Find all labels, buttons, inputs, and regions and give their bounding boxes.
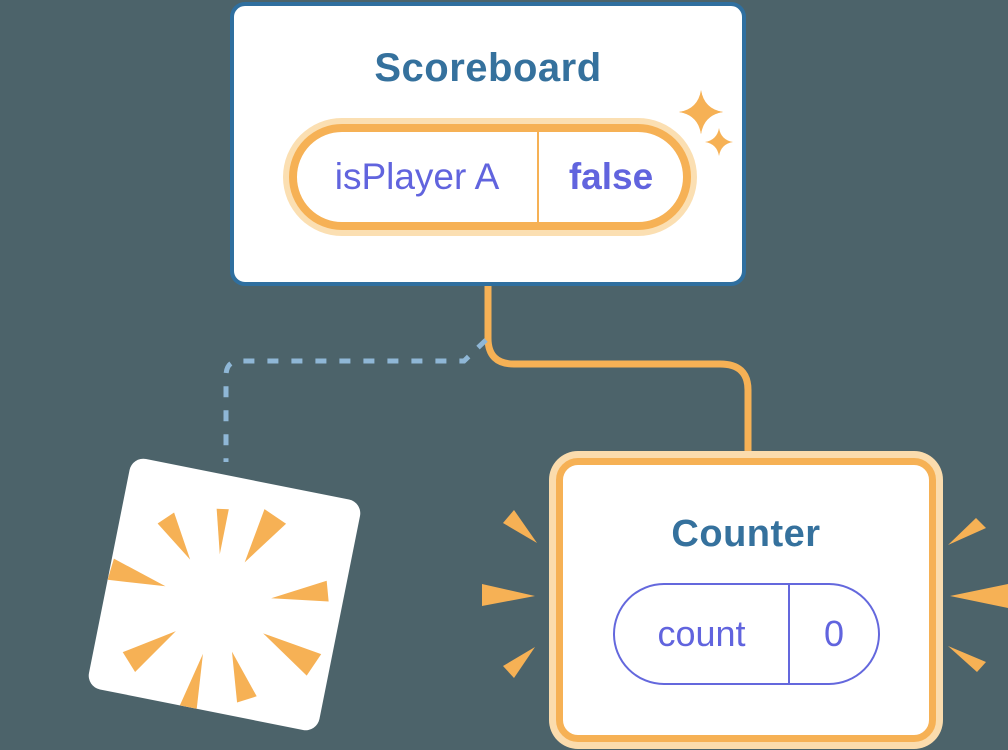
state-name-label: count xyxy=(615,585,790,683)
counter-title: Counter xyxy=(671,513,821,555)
solid-connector-line xyxy=(484,283,752,456)
state-value-label: 0 xyxy=(823,613,845,654)
state-value-label: false xyxy=(568,156,654,197)
counter-component-card: Counter count 0 xyxy=(556,458,936,742)
scoreboard-state-pill: isPlayer A false xyxy=(289,124,691,230)
dashed-connector-line xyxy=(223,338,488,462)
scoreboard-component-card: Scoreboard isPlayer A false xyxy=(230,2,746,286)
scoreboard-title: Scoreboard xyxy=(374,46,602,90)
state-name-label: isPlayer A xyxy=(297,132,539,222)
burst-icon xyxy=(107,508,329,713)
counter-state-pill: count 0 xyxy=(613,583,880,685)
destroyed-component-card xyxy=(86,456,363,733)
